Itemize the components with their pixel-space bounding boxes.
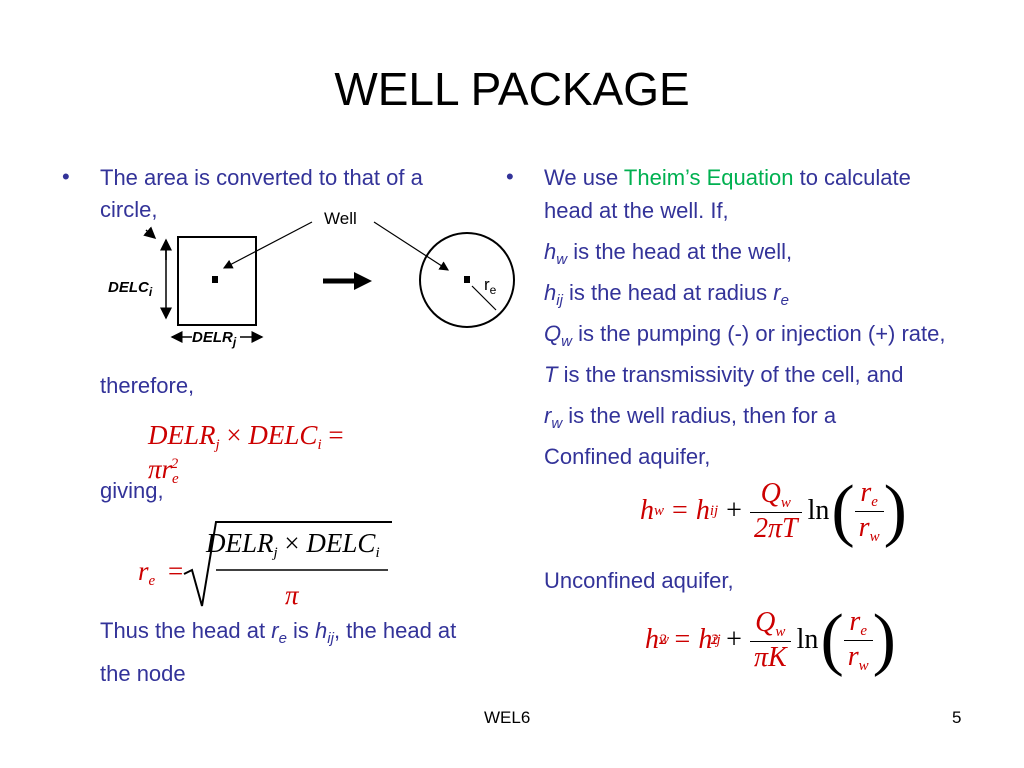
well-pointer-circle (373, 221, 450, 271)
def-t: T is the transmissivity of the cell, and (544, 362, 904, 387)
delr-label: DELRj (192, 329, 237, 349)
unconfined-label: Unconfined aquifer, (544, 568, 734, 593)
thus-line-2: the node (100, 661, 186, 686)
def-hw: hw is the head at the well, (544, 239, 793, 268)
right-line-1: We use Theim’s Equation to calculate (544, 165, 911, 190)
thus-line-1: Thus the head at re is hij, the head at (100, 618, 457, 647)
sqrt-symbol (183, 521, 392, 607)
well-label: Well (324, 209, 357, 228)
therefore-text: therefore, (100, 373, 195, 398)
cell-node-dot (212, 276, 218, 283)
equivalent-circle (419, 232, 515, 328)
footer-label: WEL6 (484, 708, 531, 727)
def-rw: rw is the well radius, then for a (544, 403, 837, 432)
slide-title: WELL PACKAGE (334, 63, 690, 115)
transform-arrow-head (354, 272, 372, 290)
sqrt-numerator: DELRj × DELCi (206, 528, 380, 561)
circle-node-dot (464, 276, 470, 283)
theim-equation-highlight: Theim’s Equation (623, 165, 794, 190)
sqrt-denominator: π (285, 580, 299, 610)
page-number: 5 (952, 708, 962, 727)
right-line-2: head at the well. If, (544, 198, 729, 223)
grid-cell-square (177, 236, 257, 326)
def-qw: Qw is the pumping (-) or injection (+) r… (544, 321, 946, 350)
re-label: re (484, 275, 497, 297)
re-lhs: re = (138, 556, 184, 589)
radius-line (471, 285, 497, 311)
confined-label: Confined aquifer, (544, 444, 711, 469)
left-line-2: circle, (100, 197, 158, 222)
def-hij: hij is the head at radius re (544, 280, 789, 309)
giving-text: giving, (100, 478, 164, 503)
grid-to-circle-diagram: DELCi DELRj Well re (108, 209, 515, 349)
right-bullet: • (506, 164, 514, 189)
well-pointer-cell (222, 221, 313, 269)
area-equation: DELRj × DELCi = πre2 (148, 420, 344, 487)
corner-tick-top (143, 226, 157, 239)
left-bullet: • (62, 164, 70, 189)
left-line-1: The area is converted to that of a (100, 165, 423, 190)
delc-label: DELCi (108, 279, 153, 299)
